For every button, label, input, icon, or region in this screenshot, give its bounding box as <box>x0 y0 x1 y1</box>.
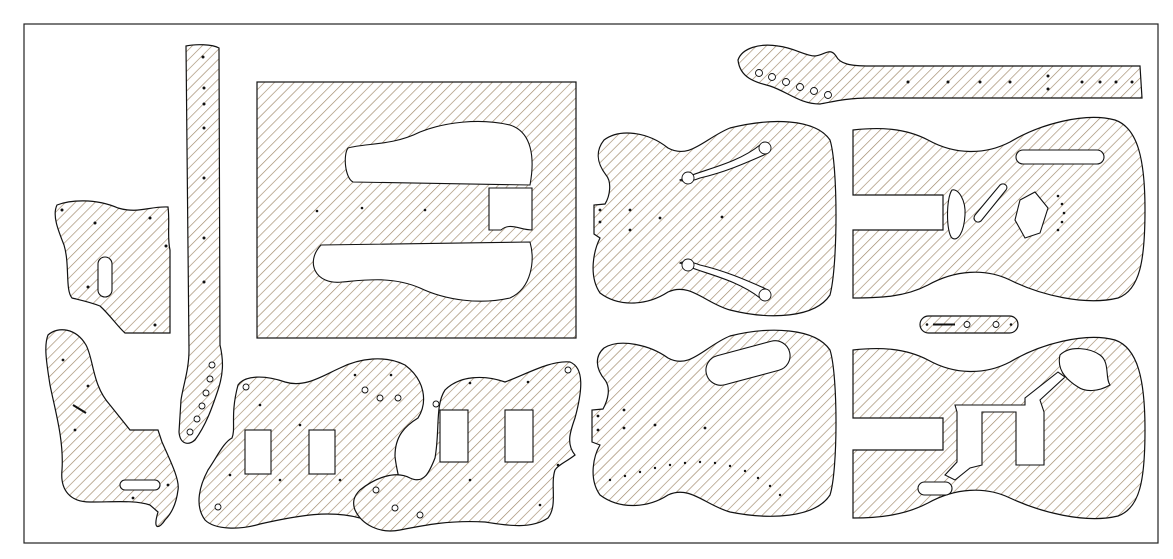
deluxe-pickguard-right <box>353 361 582 532</box>
chambered-body <box>852 116 1146 302</box>
thinline-body <box>592 121 837 317</box>
control-plate <box>919 315 1019 334</box>
thinline-pickguard <box>45 329 179 528</box>
tele-pickguard <box>54 200 171 334</box>
neck-template <box>178 44 224 444</box>
body-bridge-route <box>591 329 837 517</box>
sheet-border <box>23 23 1159 544</box>
body-routed <box>852 336 1146 520</box>
headstock-neck <box>737 44 1143 105</box>
body-routing-template <box>256 81 577 339</box>
